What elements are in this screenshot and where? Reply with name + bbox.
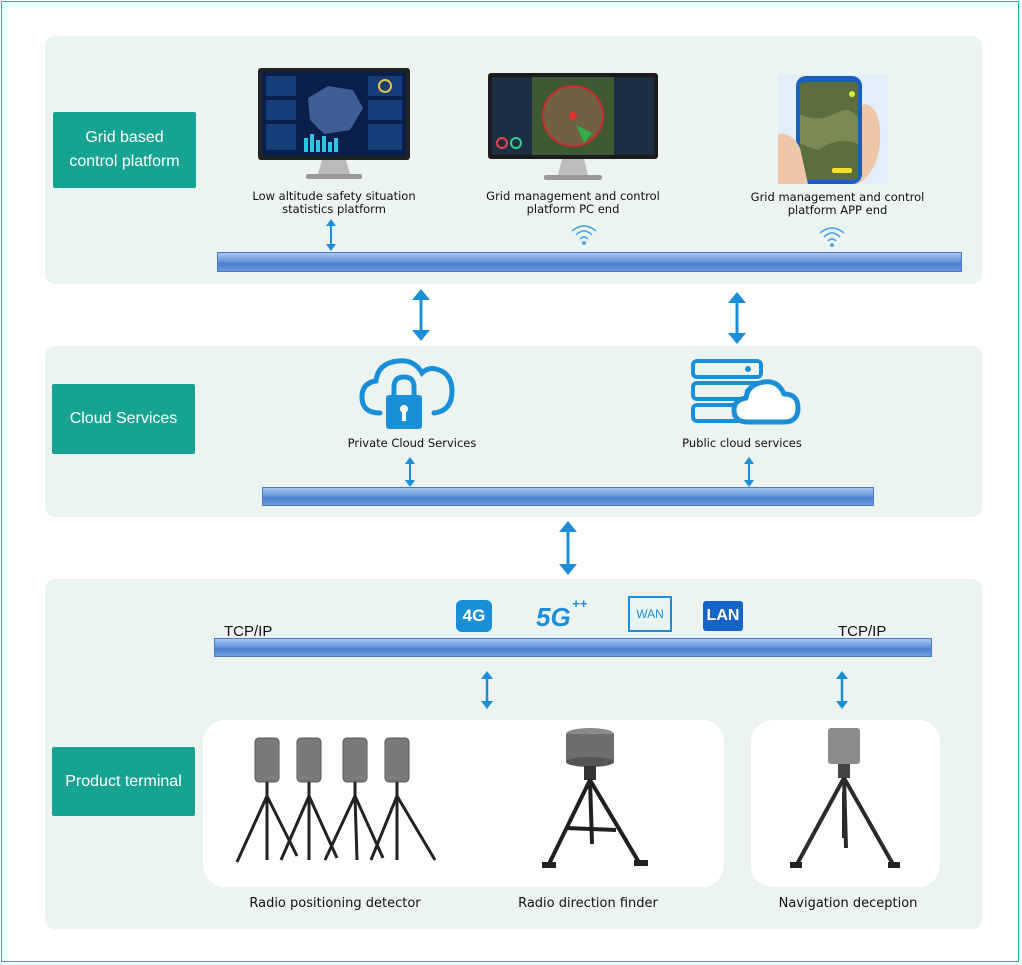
product-vertical-arrow-icon (836, 671, 848, 709)
radio-direction-finder-icon (542, 728, 648, 868)
pc-end-caption: Grid management and control platform PC … (468, 190, 678, 216)
lan-label: LAN (706, 607, 740, 624)
product-terminal-label: Product terminal (52, 747, 195, 816)
link-arrow-icon (559, 521, 577, 575)
cloud-vertical-arrow-icon (405, 457, 415, 487)
5g-label: 5G (536, 602, 571, 632)
navigation-deception-caption: Navigation deception (778, 896, 918, 911)
product-label-text: Product terminal (65, 772, 182, 790)
product-bus-bar (214, 638, 932, 657)
tcp-ip-right-label: TCP/IP (838, 623, 887, 640)
link-arrow-icon (412, 289, 430, 341)
wifi-icon (819, 227, 845, 247)
5g-badge-icon: 5G ++ (534, 596, 594, 636)
direction-finder-caption: Radio direction finder (518, 896, 658, 911)
4g-label: 4G (462, 606, 486, 625)
wan-label: WAN (636, 607, 664, 621)
app-end-caption-line1: Grid management and control (750, 190, 925, 204)
wan-badge-icon: WAN (628, 596, 672, 632)
cloud-label-text: Cloud Services (69, 410, 178, 427)
pc-end-caption-line2: platform PC end (526, 202, 620, 216)
private-cloud-lock-icon (359, 358, 455, 429)
cloud-vertical-arrow-icon (744, 457, 754, 487)
grid-platform-label: Grid based control platform (53, 112, 196, 188)
link-arrow-icon (728, 292, 746, 344)
app-end-caption-line2: platform APP end (787, 203, 888, 217)
product-vertical-arrow-icon (481, 671, 493, 709)
cloud-bus-bar (262, 487, 874, 506)
grid-bus-bar (217, 252, 962, 272)
low-altitude-caption: Low altitude safety situation statistics… (234, 190, 434, 216)
grid-vertical-arrow-icon (326, 219, 336, 251)
phone-app-icon (778, 74, 888, 184)
pc-end-caption-line1: Grid management and control (486, 189, 660, 203)
4g-badge-icon: 4G (456, 600, 492, 632)
public-cloud-server-icon (691, 359, 801, 425)
navigation-deception-icon (790, 728, 900, 868)
monitor-dashboard-icon (258, 68, 410, 179)
cloud-services-label: Cloud Services (52, 384, 195, 454)
radio-detector-caption: Radio positioning detector (249, 896, 421, 911)
wifi-icon (571, 225, 597, 245)
low-altitude-caption-line2: statistics platform (282, 202, 386, 216)
app-end-caption: Grid management and control platform APP… (735, 191, 940, 217)
public-cloud-caption: Public cloud services (682, 436, 802, 450)
grid-label-line1: Grid based (85, 129, 164, 146)
5g-plus-label: ++ (572, 596, 588, 611)
low-altitude-caption-line1: Low altitude safety situation (252, 189, 416, 203)
monitor-map-icon (488, 73, 658, 180)
radio-detector-tripods-icon (235, 737, 437, 863)
tcp-ip-left-label: TCP/IP (224, 623, 273, 640)
grid-label-line2: control platform (69, 153, 180, 170)
private-cloud-caption: Private Cloud Services (347, 436, 477, 450)
lan-badge-icon: LAN (703, 601, 743, 631)
